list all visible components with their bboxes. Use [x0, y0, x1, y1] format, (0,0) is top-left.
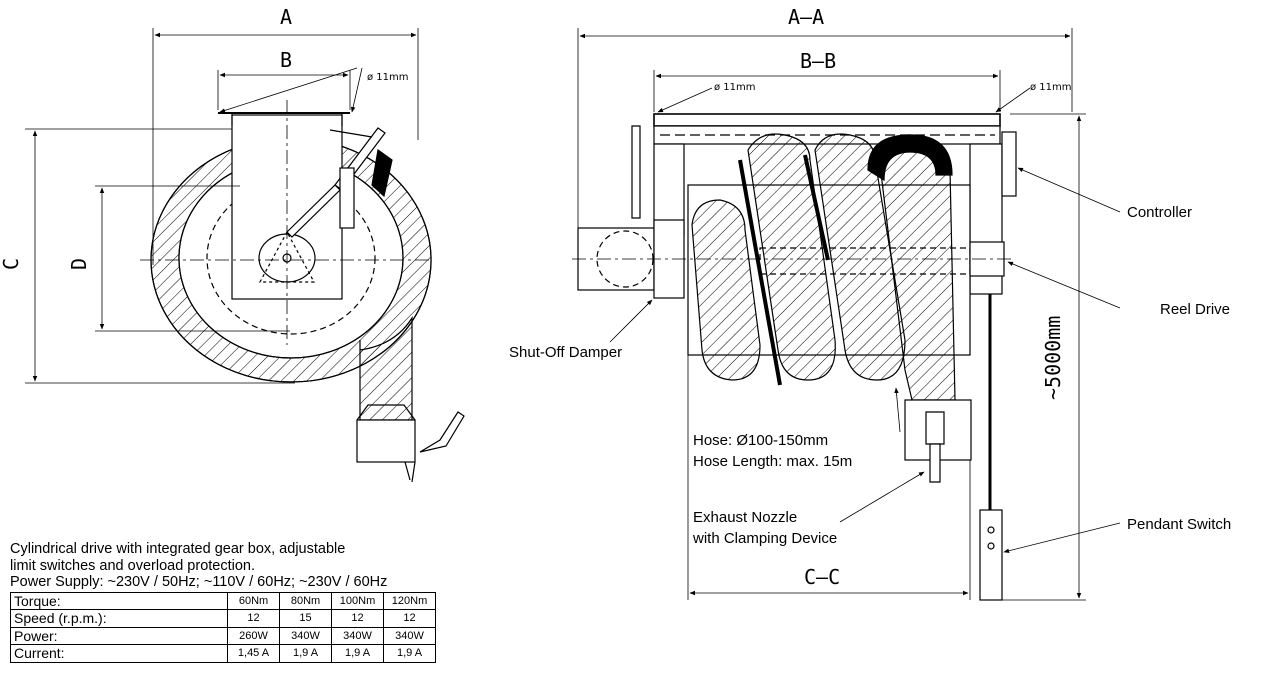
dim-d-label: D: [67, 258, 91, 270]
hose-bend-black: [867, 134, 953, 182]
hose-outlet: [359, 315, 413, 421]
cell: 120Nm: [383, 591, 436, 610]
hole-label-left: ø 11mm: [367, 72, 409, 83]
cell: 340W: [383, 626, 436, 645]
dim-aa-label: A–A: [788, 5, 824, 29]
hole-label-right-a: ø 11mm: [714, 82, 756, 93]
cell: 1,9 A: [279, 644, 332, 663]
cell: 1,9 A: [331, 644, 384, 663]
spec-block: Cylindrical drive with integrated gear b…: [10, 541, 505, 663]
row-label: Speed (r.p.m.):: [10, 609, 228, 628]
spec-desc-line2: limit switches and overload protection.: [10, 557, 256, 574]
dim-c-label: C: [0, 258, 23, 270]
table-row: Current: 1,45 A 1,9 A 1,9 A 1,9 A: [10, 644, 436, 663]
cell: 260W: [227, 626, 280, 645]
cell: 15: [279, 609, 332, 628]
row-label: Torque:: [10, 591, 228, 610]
callout-hose-length: Hose Length: max. 15m: [693, 453, 852, 470]
table-row: Power: 260W 340W 340W 340W: [10, 626, 436, 645]
spec-desc-line1: Cylindrical drive with integrated gear b…: [10, 541, 346, 557]
front-view: [572, 28, 1121, 601]
cell: 1,45 A: [227, 644, 280, 663]
callout-reel-drive: Reel Drive: [1160, 301, 1230, 318]
dim-cc-label: C–C: [804, 565, 840, 589]
cell: 12: [383, 609, 436, 628]
cell: 100Nm: [331, 591, 384, 610]
dim-hose-drop-label: ~5000mm: [1041, 316, 1065, 400]
callout-shut-off-damper: Shut-Off Damper: [509, 344, 622, 361]
cell: 60Nm: [227, 591, 280, 610]
callout-hose-diameter: Hose: Ø100-150mm: [693, 432, 828, 449]
dim-bb-label: B–B: [800, 49, 836, 73]
dim-a-label: A: [280, 5, 292, 29]
callout-pendant-switch: Pendant Switch: [1127, 516, 1231, 533]
cell: 1,9 A: [383, 644, 436, 663]
cell: 12: [227, 609, 280, 628]
cell: 12: [331, 609, 384, 628]
table-row: Speed (r.p.m.): 12 15 12 12: [10, 609, 436, 628]
cell: 340W: [331, 626, 384, 645]
cell: 80Nm: [279, 591, 332, 610]
callout-nozzle-line1: Exhaust Nozzle: [693, 509, 797, 526]
side-view: [25, 28, 465, 483]
callout-nozzle-line2: with Clamping Device: [692, 530, 837, 547]
row-label: Current:: [10, 644, 228, 663]
spec-table: Torque: 60Nm 80Nm 100Nm 120Nm Speed (r.p…: [10, 591, 436, 663]
callout-controller: Controller: [1127, 204, 1192, 221]
cell: 340W: [279, 626, 332, 645]
hole-label-right-b: ø 11mm: [1030, 82, 1072, 93]
spec-power-supply: Power Supply: ~230V / 50Hz; ~110V / 60Hz…: [10, 574, 388, 590]
table-row: Torque: 60Nm 80Nm 100Nm 120Nm: [10, 591, 436, 610]
hose-coil-1: [691, 199, 761, 381]
handle-black: [371, 148, 393, 198]
row-label: Power:: [10, 626, 228, 645]
dim-b-label: B: [280, 48, 292, 72]
